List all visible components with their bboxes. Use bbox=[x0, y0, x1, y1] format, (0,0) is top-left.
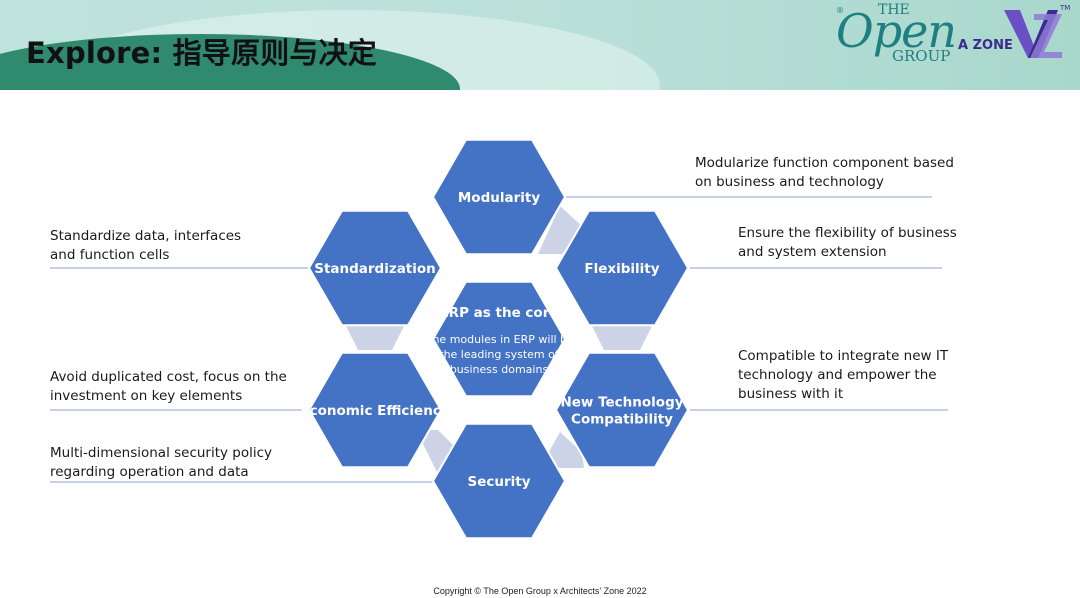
hexagon-label-modularity: Modularity bbox=[458, 190, 540, 206]
page-title: Explore: 指导原则与决定 bbox=[26, 36, 378, 70]
hexagon-modularity bbox=[431, 138, 567, 256]
hexagon-label-newtech: Compatibility bbox=[571, 412, 673, 428]
hexagon-sublabel-core: the leading system of bbox=[439, 348, 560, 361]
open-group-logo-the: THE bbox=[878, 2, 910, 18]
header-bar: Explore: 指导原则与决定 ® Open THE GROUP A ZONE… bbox=[0, 0, 1080, 90]
hexagon-label-security: Security bbox=[467, 474, 530, 490]
hexagon-standardization bbox=[307, 209, 443, 327]
note-standardization: Standardize data, interfaces and functio… bbox=[50, 228, 242, 263]
hexagon-security bbox=[431, 422, 567, 540]
hexagon-label-newtech: New Technology bbox=[560, 395, 683, 411]
connector-economic-standardization bbox=[346, 326, 404, 350]
note-economic-efficiency: Avoid duplicated cost, focus on the inve… bbox=[50, 369, 287, 404]
hexagon-newtech bbox=[554, 351, 690, 469]
logo-trademark: TM bbox=[1060, 4, 1071, 12]
a-zone-logo-text: A ZONE bbox=[958, 38, 1013, 53]
note-modularity: Modularize function component based on b… bbox=[695, 155, 954, 190]
note-security: Multi-dimensional security policy regard… bbox=[50, 445, 273, 480]
hexagon-label-economic: Economic Efficiency bbox=[300, 403, 449, 419]
hexagon-label-flexibility: Flexibility bbox=[584, 261, 659, 277]
hexagon-sublabel-core: -the modules in ERP will be bbox=[424, 333, 574, 346]
note-new-technology: Compatible to integrate new IT technolog… bbox=[738, 348, 949, 402]
az-logo-icon bbox=[1004, 10, 1062, 58]
hexagon-label-core: ERP as the core bbox=[439, 305, 558, 321]
logo-registered-mark: ® bbox=[836, 6, 844, 15]
hexagon-label-standardization: Standardization bbox=[314, 261, 436, 277]
connector-modularity-flexibility bbox=[538, 206, 582, 254]
note-flexibility: Ensure the flexibility of business and s… bbox=[738, 225, 957, 260]
open-group-logo-group: GROUP bbox=[892, 47, 951, 65]
copyright-footer: Copyright © The Open Group x Architects'… bbox=[433, 586, 647, 596]
hexagon-core bbox=[431, 280, 567, 398]
hexagon-economic bbox=[307, 351, 443, 469]
hexagon-flexibility bbox=[554, 209, 690, 327]
open-group-logo-open: Open bbox=[836, 4, 957, 58]
connector-flexibility-newtech bbox=[592, 326, 652, 350]
hexagon-sublabel-core: business domains bbox=[450, 363, 549, 376]
